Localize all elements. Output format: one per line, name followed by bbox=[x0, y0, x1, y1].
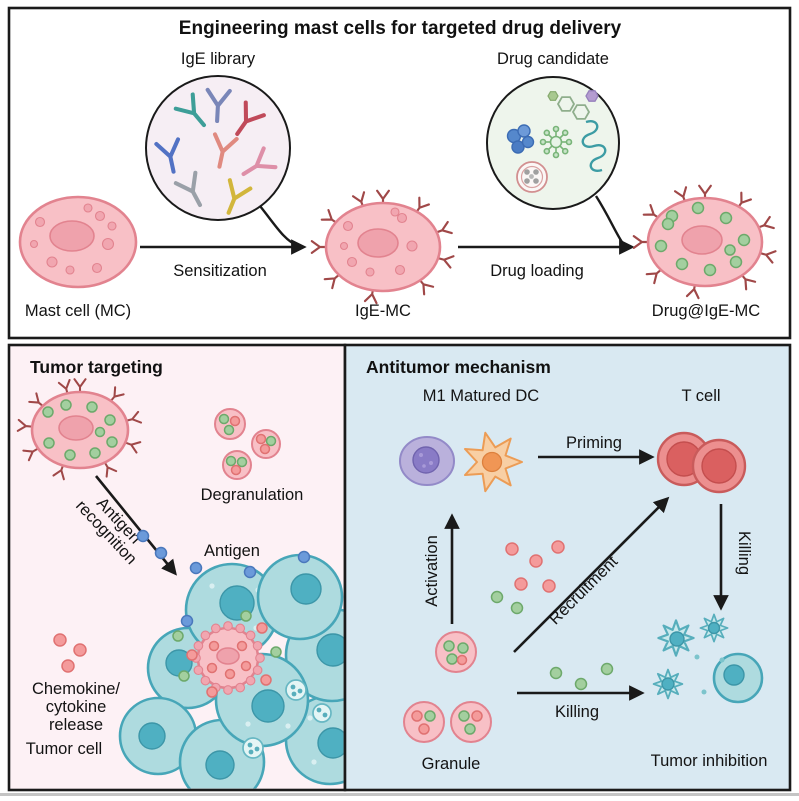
tumor-inhibition-label: Tumor inhibition bbox=[651, 752, 768, 770]
antitumor-title: Antitumor mechanism bbox=[366, 357, 551, 377]
figure-title: Engineering mast cells for targeted drug… bbox=[179, 18, 622, 39]
antitumor-panel: Antitumor mechanism M1 Matured DC T cell… bbox=[343, 343, 792, 792]
ige-library-circle bbox=[145, 75, 291, 221]
tumor-cell bbox=[214, 652, 310, 748]
tumor-cell-label: Tumor cell bbox=[26, 740, 102, 758]
mast-cell-label: Mast cell (MC) bbox=[25, 302, 131, 320]
tumor-vesicles bbox=[242, 679, 332, 759]
svg-text:release: release bbox=[49, 716, 103, 734]
ige-library-connector bbox=[259, 205, 299, 248]
killing-granule-label: Killing bbox=[555, 703, 599, 721]
drug-candidate-connector bbox=[594, 195, 625, 246]
antigen-label: Antigen bbox=[204, 542, 260, 560]
tumor-cell-cluster bbox=[118, 553, 344, 789]
granules bbox=[403, 631, 492, 743]
drug-mast-cell bbox=[16, 378, 143, 481]
chemokine-dots bbox=[53, 633, 87, 673]
killing-tcell-label: Killing bbox=[735, 531, 753, 575]
drug-ige-mc-cell bbox=[632, 184, 777, 300]
nanoparticle-icon bbox=[539, 125, 573, 159]
liposome-icon bbox=[516, 161, 548, 193]
top-panel: Engineering mast cells for targeted drug… bbox=[7, 6, 792, 340]
degranulation-vesicles bbox=[214, 408, 281, 480]
t-cells bbox=[656, 431, 747, 494]
ige-mc-label: IgE-MC bbox=[355, 302, 411, 320]
activation-label: Activation bbox=[423, 535, 441, 607]
sensitization-label: Sensitization bbox=[173, 262, 267, 280]
granule-label: Granule bbox=[422, 755, 481, 773]
cytokine-dots bbox=[490, 540, 565, 615]
molecule-icon bbox=[547, 90, 599, 120]
killing-granule-dots bbox=[549, 662, 614, 691]
loaded-drug-dots bbox=[654, 201, 751, 277]
svg-text:cytokine: cytokine bbox=[46, 698, 107, 716]
chemokine-release-label: Chemokine/ cytokine release bbox=[32, 680, 120, 734]
mast-cell bbox=[18, 195, 138, 289]
drug-candidate-circle bbox=[486, 76, 620, 210]
recruitment-arrow bbox=[513, 496, 670, 653]
drug-candidate-label: Drug candidate bbox=[497, 50, 609, 68]
tumor-inhibition-graphic bbox=[652, 613, 764, 704]
dendritic-cell bbox=[464, 431, 523, 493]
svg-text:Chemokine/: Chemokine/ bbox=[32, 680, 120, 698]
ige-library-label: IgE library bbox=[181, 50, 256, 68]
released-mediator-dots bbox=[172, 610, 282, 698]
priming-label: Priming bbox=[566, 434, 622, 452]
tumor-cell bbox=[118, 696, 198, 776]
svg-text:Killing: Killing bbox=[735, 531, 753, 575]
tumor-targeting-title: Tumor targeting bbox=[30, 357, 163, 377]
m1-matured-dc-label: M1 Matured DC bbox=[423, 387, 540, 405]
drug-loading-label: Drug loading bbox=[490, 262, 584, 280]
drug-ige-mc-label: Drug@IgE-MC bbox=[652, 302, 761, 320]
antigen-dots bbox=[136, 529, 311, 628]
tumor-targeting-panel: Tumor targeting bbox=[7, 343, 347, 792]
ige-mc-cell bbox=[310, 189, 455, 305]
rna-helix-icon bbox=[581, 120, 607, 172]
t-cell-label: T cell bbox=[681, 387, 720, 405]
degranulating-mast-cell bbox=[191, 621, 265, 695]
tumor-cell bbox=[256, 553, 344, 641]
page-edge-line bbox=[0, 793, 799, 796]
degranulation-label: Degranulation bbox=[201, 486, 304, 504]
svg-text:Activation: Activation bbox=[423, 535, 441, 607]
m1-macrophage bbox=[399, 436, 455, 486]
protein-icon bbox=[506, 124, 535, 154]
